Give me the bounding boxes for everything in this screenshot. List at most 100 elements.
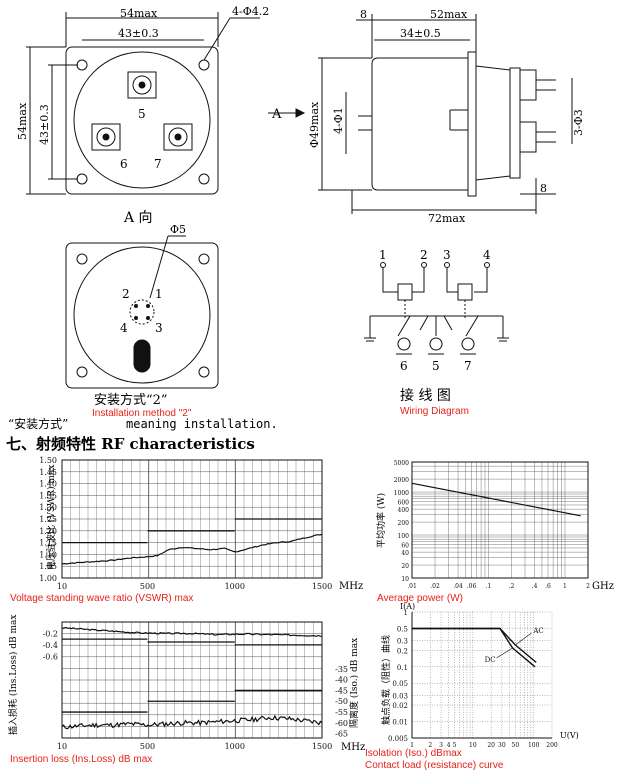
contact-y-tick: 0.1 xyxy=(397,664,408,672)
dim-height: 54max xyxy=(16,102,29,140)
port-label-5: 5 xyxy=(138,107,146,121)
power-x-tick: .02 xyxy=(430,583,440,590)
power-y-tick: 10 xyxy=(401,576,409,583)
iso-series-line xyxy=(61,714,323,730)
relay-coil-2 xyxy=(457,283,473,301)
contact-y-tick: 1 xyxy=(404,609,408,617)
dim-hole-spacing-y: 43±0.3 xyxy=(38,104,51,145)
contact-x-tick: 4 xyxy=(447,742,451,749)
power-y-tick: 2000 xyxy=(394,477,409,484)
dim-hole-spacing-x: 43±0.3 xyxy=(118,27,159,40)
mount-hole-tr xyxy=(198,59,210,71)
wiring-port-7: 7 xyxy=(464,359,472,373)
dim-width: 54max xyxy=(120,7,158,20)
install-note-en: meaning installation. xyxy=(126,417,278,431)
contact-x-tick: 50 xyxy=(512,742,520,749)
power-xunit: GHz xyxy=(592,581,614,592)
wiring-terminal-4: 4 xyxy=(483,248,491,262)
wiring-red: Wiring Diagram xyxy=(400,406,469,417)
power-x-tick: .06 xyxy=(467,583,477,590)
view-caption-a: A 向 xyxy=(123,210,153,226)
rear-body-circle xyxy=(73,246,211,384)
power-x-tick: .2 xyxy=(509,583,515,590)
side-taper xyxy=(475,65,511,181)
vswr-y-tick: 1.15 xyxy=(39,539,57,548)
ins-x-tick: 10 xyxy=(57,742,67,751)
iso-ylabel: 隔离度 (Iso.) dB max xyxy=(348,638,360,728)
power-y-tick: 5000 xyxy=(394,460,409,467)
iso-y-tick: -50 xyxy=(335,697,348,706)
power-red-label: Average power (W) xyxy=(377,593,463,604)
power-y-tick: 100 xyxy=(398,533,410,540)
dim-connector: 8 xyxy=(540,182,547,195)
ins-x-tick: 500 xyxy=(140,742,155,751)
contact-x-tick: 100 xyxy=(528,742,540,749)
contact-x-tick: 10 xyxy=(469,742,477,749)
side-view xyxy=(268,14,573,214)
ins-red-label: Insertion loss (Ins.Loss) dB max xyxy=(10,754,152,765)
rear-view xyxy=(65,235,219,389)
vswr-y-tick: 1.45 xyxy=(39,468,57,477)
connector-6 xyxy=(91,123,121,151)
contact-ylabel: 触点负载（阻性）曲线 xyxy=(380,635,392,725)
power-x-tick: .4 xyxy=(532,583,538,590)
vswr-y-tick: 1.00 xyxy=(39,574,57,583)
power-y-tick: 600 xyxy=(398,500,410,507)
mount-hole-bl xyxy=(76,173,88,185)
vswr-y-tick: 1.50 xyxy=(39,456,57,465)
vswr-y-tick: 1.05 xyxy=(39,562,57,571)
connector-5 xyxy=(127,71,157,99)
side-connector-top xyxy=(519,69,537,101)
ins-y-tick: -0.6 xyxy=(43,652,58,661)
contact-x-tick: 30 xyxy=(498,742,506,749)
contact-y-tick: 0.2 xyxy=(397,647,408,655)
contact-y-tick: 0.005 xyxy=(388,735,408,743)
power-chart: 10204060100200400600100020005000.01.02.0… xyxy=(394,460,590,590)
contact-y-tick: 0.02 xyxy=(392,702,408,710)
ins-x-tick: 1000 xyxy=(225,742,245,751)
ins-y-tick: -0.2 xyxy=(43,629,58,638)
connector-7 xyxy=(163,123,193,151)
vswr-y-tick: 1.10 xyxy=(39,550,57,559)
contact-series-dc xyxy=(412,627,536,668)
contact-series-ac xyxy=(412,627,537,663)
power-y-tick: 200 xyxy=(398,520,410,527)
contact-series-label: AC xyxy=(532,627,543,635)
iso-y-tick: -35 xyxy=(335,665,348,674)
ins-frame xyxy=(61,621,323,739)
rear-key-slot xyxy=(133,339,151,373)
dim-pin-left: 4-Φ1 xyxy=(332,107,345,134)
iso-y-tick: -65 xyxy=(335,730,348,739)
contact-x-tick: 5 xyxy=(453,742,457,749)
contact-leader-dc xyxy=(496,647,513,659)
contact-red-label: Contact load (resistance) curve xyxy=(365,760,504,771)
contact-y-tick: 0.3 xyxy=(397,638,408,646)
dim-inner: 34±0.5 xyxy=(400,27,441,40)
contact-x-tick: 20 xyxy=(487,742,495,749)
vswr-series-line xyxy=(61,533,323,565)
front-flange xyxy=(65,46,219,195)
rear-pin-2: 2 xyxy=(122,287,130,301)
power-x-tick: .1 xyxy=(486,583,492,590)
install-method-red: Installation method "2" xyxy=(92,408,192,419)
vswr-y-tick: 1.35 xyxy=(39,491,57,500)
vswr-red-label: Voltage standing wave ratio (VSWR) max xyxy=(10,593,193,604)
wiring-diagram xyxy=(364,262,509,355)
contact-x-tick: 200 xyxy=(546,742,558,749)
contact-y-tick: 0.05 xyxy=(392,680,408,688)
view-arrow-label: A xyxy=(271,107,282,122)
rear-pin-circle xyxy=(129,299,155,325)
vswr-y-tick: 1.30 xyxy=(39,503,57,512)
ins-series-line xyxy=(61,626,323,637)
vswr-y-tick: 1.25 xyxy=(39,515,57,524)
power-y-tick: 20 xyxy=(401,563,409,570)
contact-series-label: DC xyxy=(485,656,496,664)
port-6-symbol xyxy=(397,337,411,351)
contact-x-tick: 2 xyxy=(428,742,432,749)
side-connector-mid xyxy=(519,121,537,153)
dim-total: 72max xyxy=(428,212,466,225)
wiring-port-6: 6 xyxy=(400,359,408,373)
power-series-line xyxy=(411,482,581,517)
